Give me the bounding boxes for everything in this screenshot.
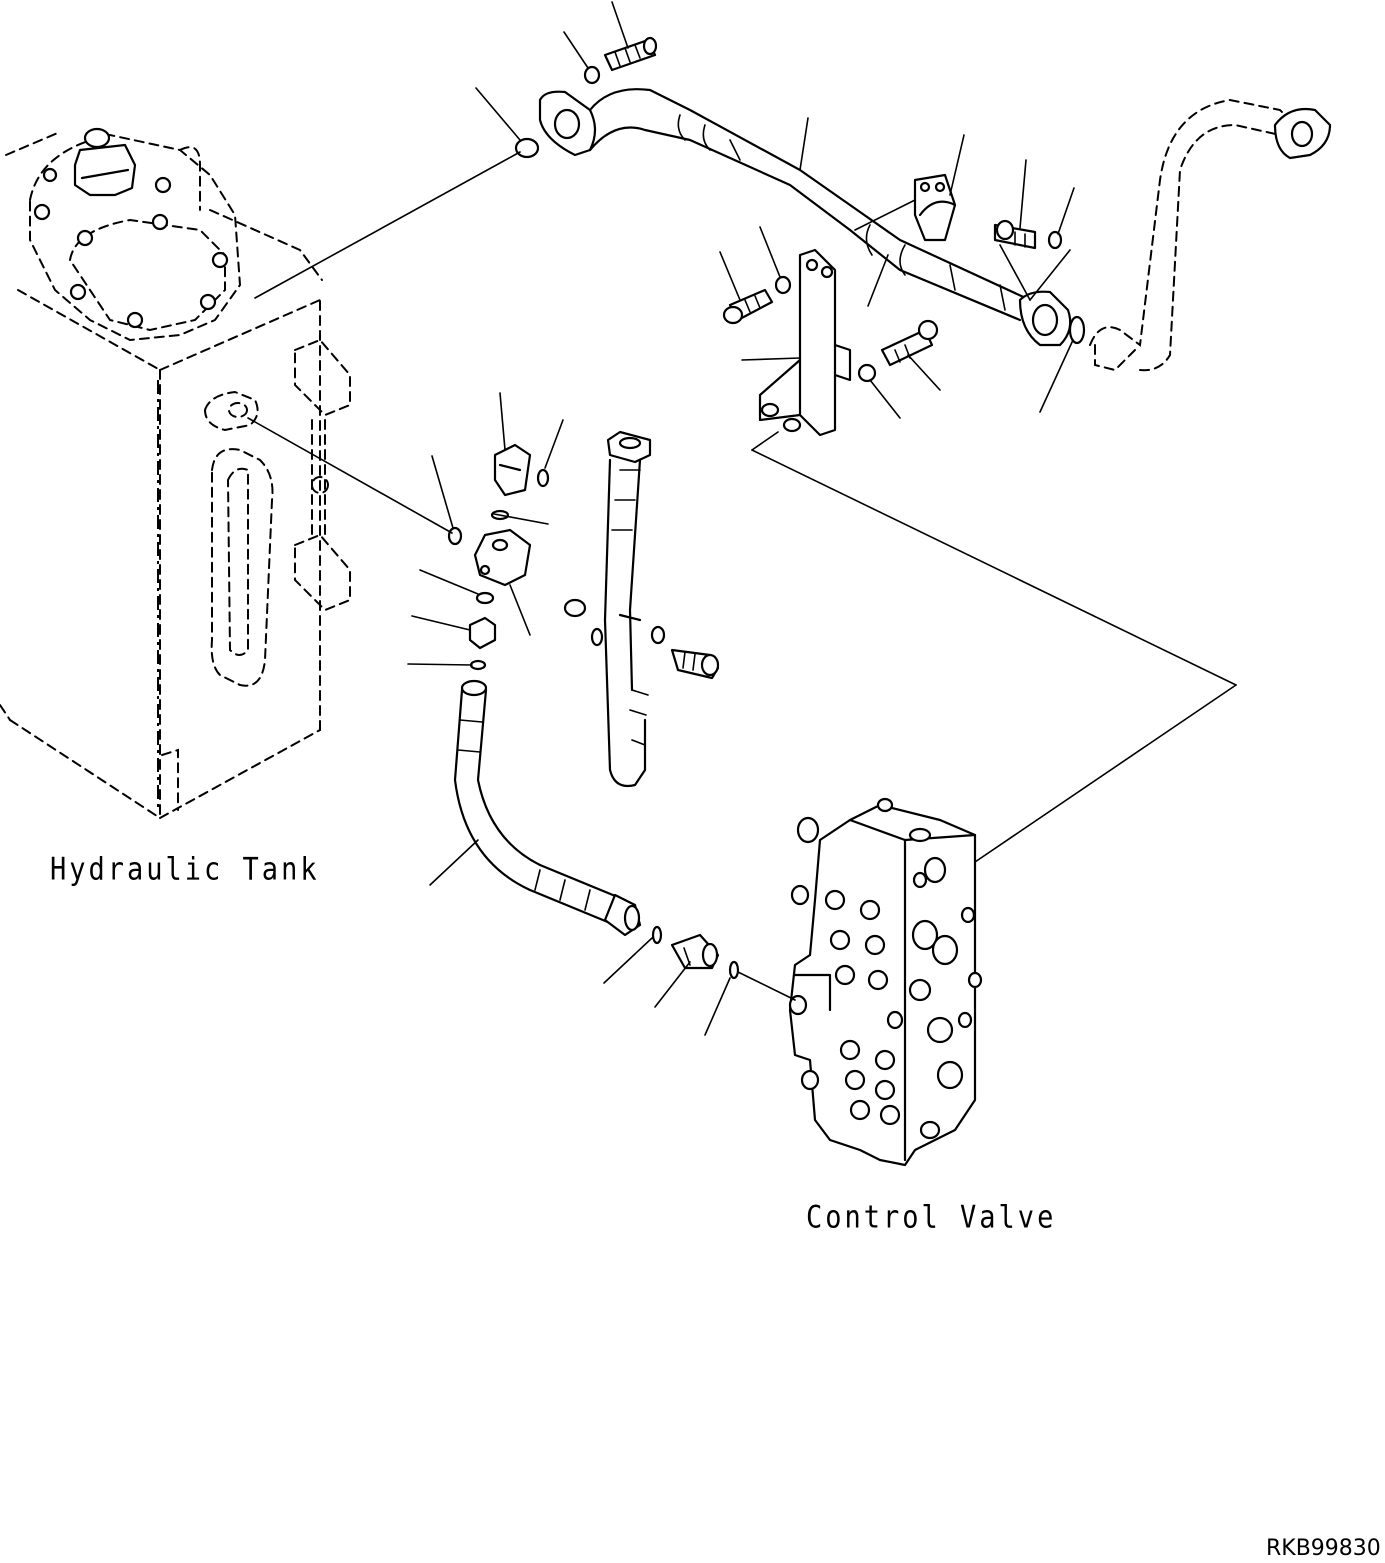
leader-lines bbox=[247, 1, 1237, 1036]
control-valve-label: Control Valve bbox=[806, 1200, 1057, 1236]
lower-hose bbox=[453, 679, 740, 980]
drawing-code-label: RKB99830 bbox=[1266, 1536, 1381, 1561]
control-valve bbox=[788, 797, 983, 1167]
valve-ports bbox=[824, 889, 901, 1126]
hydraulic-tank bbox=[0, 127, 351, 819]
hydraulic-tank-label: Hydraulic Tank bbox=[50, 852, 320, 888]
upper-pipe-assembly bbox=[514, 36, 1332, 372]
cover-bolts bbox=[33, 167, 229, 329]
valve-solenoids bbox=[886, 856, 983, 1140]
pipe-clamp-bracket bbox=[722, 173, 1063, 437]
breather-cap bbox=[73, 127, 137, 197]
drain-hose bbox=[590, 430, 720, 788]
middle-fittings bbox=[447, 443, 587, 671]
